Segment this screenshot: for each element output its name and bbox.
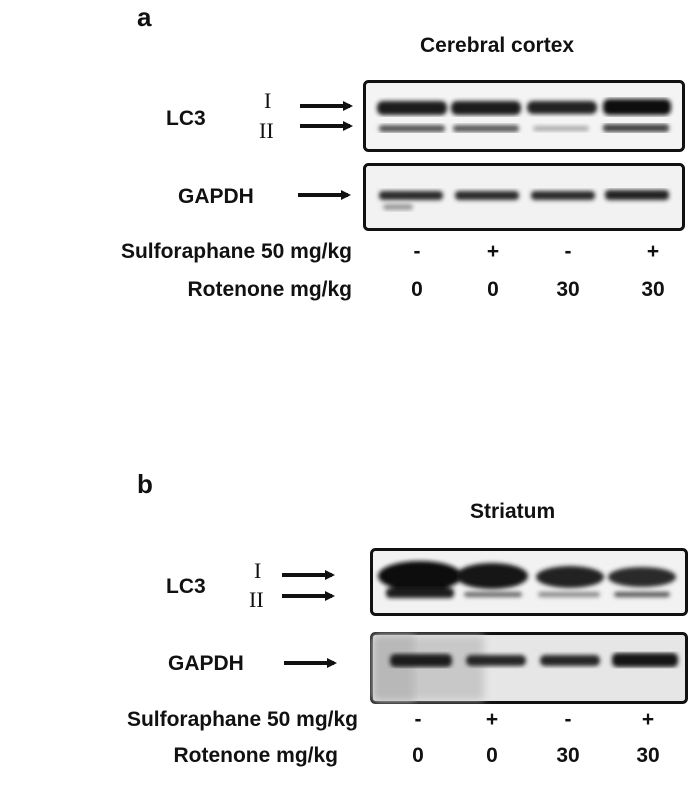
arrow-right-icon — [284, 658, 337, 668]
rotenone-row-label: Rotenone mg/kg — [173, 744, 338, 767]
sulforaphane-value: - — [414, 708, 422, 731]
rotenone-value: 30 — [636, 744, 660, 767]
sulforaphane-value: - — [564, 240, 572, 263]
band-ii-label: II — [259, 118, 274, 143]
lc3-blot — [370, 548, 688, 616]
panel-letter: a — [137, 2, 152, 32]
arrow-right-icon — [282, 570, 335, 580]
gapdh-blot — [363, 163, 685, 231]
arrow-right-icon — [300, 101, 353, 111]
sulforaphane-row-label: Sulforaphane 50 mg/kg — [120, 240, 352, 263]
rotenone-value: 30 — [556, 744, 580, 767]
gapdh-label: GAPDH — [178, 185, 254, 208]
panel-b: b Striatum LC3 I II GAPDH — [0, 460, 700, 789]
panel-title: Striatum — [470, 500, 556, 523]
rotenone-value: 0 — [411, 278, 423, 301]
rotenone-value: 0 — [487, 278, 499, 301]
sulforaphane-row-label: Sulforaphane 50 mg/kg — [126, 708, 358, 731]
rotenone-value: 30 — [556, 278, 580, 301]
panel-title: Cerebral cortex — [420, 34, 575, 57]
panel-letter: b — [137, 469, 153, 499]
rotenone-value: 30 — [641, 278, 665, 301]
sulforaphane-value: + — [486, 240, 500, 263]
band-i-label: I — [264, 88, 272, 113]
sulforaphane-value: - — [564, 708, 572, 731]
rotenone-value: 0 — [486, 744, 498, 767]
sulforaphane-value: + — [641, 708, 655, 731]
panel-a: a Cerebral cortex LC3 I II GAPDH — [0, 0, 700, 340]
band-i-label: I — [254, 558, 262, 583]
rotenone-value: 0 — [412, 744, 424, 767]
sulforaphane-value: - — [413, 240, 421, 263]
sulforaphane-value: + — [485, 708, 499, 731]
lc3-blot — [363, 80, 685, 152]
gapdh-label: GAPDH — [168, 652, 244, 675]
rotenone-row-label: Rotenone mg/kg — [187, 278, 352, 301]
sulforaphane-value: + — [646, 240, 660, 263]
lc3-label: LC3 — [166, 107, 206, 130]
gapdh-blot — [370, 632, 688, 704]
lc3-label: LC3 — [166, 575, 206, 598]
arrow-right-icon — [300, 121, 353, 131]
arrow-right-icon — [298, 190, 351, 200]
band-ii-label: II — [249, 587, 264, 612]
arrow-right-icon — [282, 591, 335, 601]
